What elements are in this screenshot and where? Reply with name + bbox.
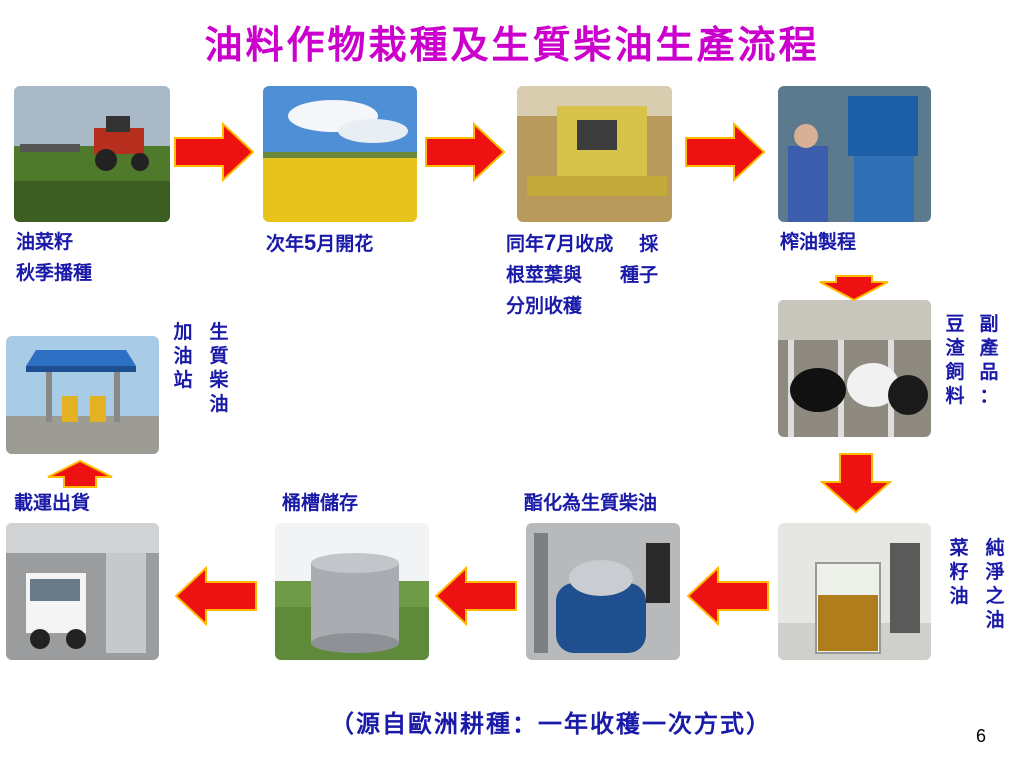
harvest-month: 7	[544, 230, 557, 255]
harvest-pre: 同年	[506, 233, 545, 255]
harvest-line2a: 根莖葉與	[506, 264, 583, 286]
harvest-extra: 採	[639, 233, 659, 255]
gas-station-char: 質	[209, 345, 229, 367]
byproduct-char: 飼	[945, 361, 965, 383]
slide-title: 油料作物栽種及生質柴油生產流程	[204, 23, 820, 67]
arrow-left-1	[686, 566, 770, 626]
arrow-left-2	[434, 566, 518, 626]
source-note: （源自歐洲耕種：一年收穫一次方式）	[330, 710, 772, 738]
arrow-up-1	[46, 459, 114, 489]
byproduct-col-2: 副 產 品 ：	[978, 312, 1000, 408]
combine-harvest-photo	[517, 86, 672, 222]
flowering-caption: 次年5月開花	[266, 227, 373, 260]
pure-oil-char: 淨	[985, 561, 1005, 583]
arrow-left-3	[174, 566, 258, 626]
gas-station-char: 柴	[209, 369, 229, 391]
pressing-caption: 榨油製程	[780, 231, 857, 253]
byproduct-char: 產	[979, 337, 999, 359]
arrow-right-1	[173, 122, 255, 182]
byproduct-col-1: 豆 渣 飼 料	[944, 312, 966, 408]
byproduct-char: 料	[945, 385, 965, 407]
arrow-right-3	[684, 122, 766, 182]
harvest-post: 月收成	[556, 233, 614, 255]
esterification-caption: 酯化為生質柴油	[524, 492, 658, 514]
flowering-month: 5	[304, 230, 317, 255]
tractor-sowing-photo	[14, 86, 170, 222]
pure-oil-char: 之	[985, 585, 1005, 607]
flower-field-photo	[263, 86, 417, 222]
pure-oil-char: 油	[985, 609, 1005, 631]
storage-tank-photo	[275, 523, 429, 660]
byproduct-char: 副	[979, 313, 999, 335]
page-number: 6	[976, 726, 987, 746]
pure-oil-char: 油	[949, 585, 969, 607]
sowing-line1: 油菜籽	[16, 231, 74, 253]
oil-beaker-photo	[778, 523, 931, 660]
pure-oil-col-2: 純 淨 之 油	[984, 536, 1006, 632]
gas-station-char: 加	[173, 321, 193, 343]
gas-station-char: 生	[209, 321, 229, 343]
harvest-caption: 同年7月收成 採 根莖葉與 種子 分別收穫	[506, 227, 658, 322]
sowing-line2: 秋季播種	[16, 262, 93, 284]
gas-station-col-2: 生 質 柴 油	[208, 320, 230, 416]
gas-station-char: 站	[173, 369, 193, 391]
byproduct-char: 品	[979, 361, 999, 383]
arrow-down-1	[818, 274, 890, 302]
pure-oil-col-1: 菜 籽 油	[948, 536, 970, 608]
sowing-caption: 油菜籽 秋季播種	[16, 227, 92, 289]
cattle-feed-photo	[778, 300, 931, 437]
arrow-down-2	[820, 452, 892, 514]
gas-station-char: 油	[209, 393, 229, 415]
arrow-right-2	[424, 122, 506, 182]
oil-press-photo	[778, 86, 931, 222]
gas-station-char: 油	[173, 345, 193, 367]
shipping-caption: 載運出貨	[14, 492, 91, 514]
pure-oil-char: 籽	[949, 561, 969, 583]
gas-station-col-1: 加 油 站	[172, 320, 194, 392]
truck-loading-photo	[6, 523, 159, 660]
storage-caption: 桶槽儲存	[282, 492, 359, 514]
byproduct-char: 渣	[945, 337, 965, 359]
harvest-line2b: 種子	[620, 264, 659, 286]
harvest-line3: 分別收穫	[506, 295, 583, 317]
esterification-plant-photo	[526, 523, 680, 660]
byproduct-char: 豆	[945, 313, 965, 335]
flowering-pre: 次年	[266, 233, 305, 255]
biodiesel-station-photo	[6, 336, 159, 454]
flowering-post: 月開花	[316, 233, 374, 255]
pure-oil-char: 純	[985, 537, 1005, 559]
byproduct-char: ：	[979, 385, 999, 407]
pure-oil-char: 菜	[949, 537, 969, 559]
